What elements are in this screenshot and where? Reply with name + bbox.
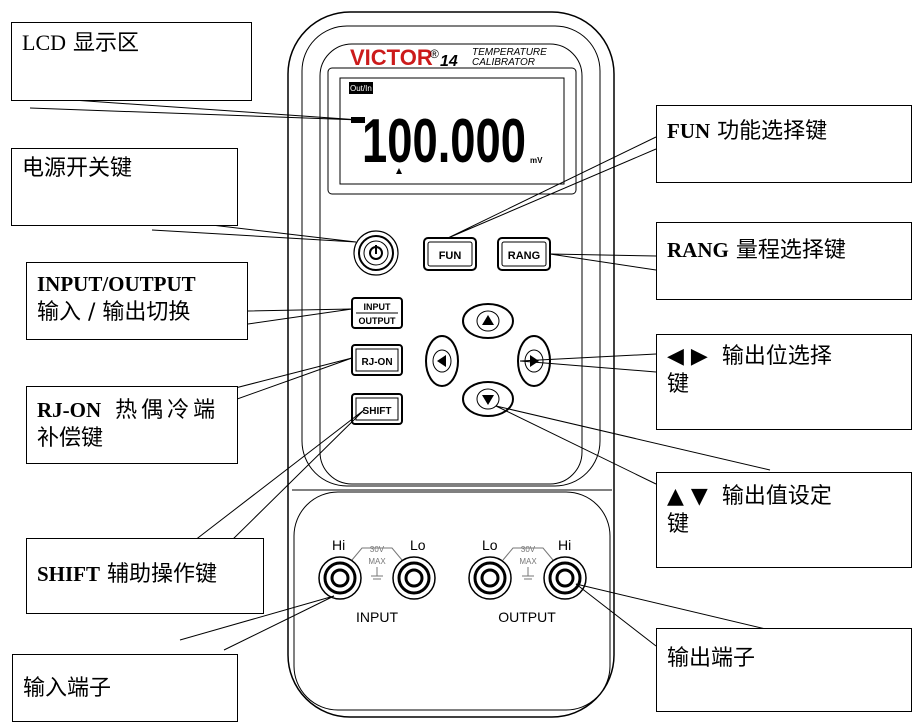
left-arrow-icon [437, 355, 446, 367]
input-max-voltage-mark: 30V MAX [351, 545, 403, 580]
svg-text:30V: 30V [521, 545, 536, 554]
input-hi-label: Hi [332, 537, 345, 553]
callout-rjon-zh2: 补偿键 [37, 425, 104, 451]
callout-left-right: ◀ ▶ 输出位选择 键 [656, 334, 912, 430]
callout-rjon-en: RJ-ON [37, 398, 102, 422]
output-hi-label: Hi [558, 537, 571, 553]
lcd-mode-indicator-bg [349, 82, 373, 94]
callout-input-terminal: 输入端子 [12, 654, 238, 722]
callout-left-right-zh2: 键 [667, 371, 690, 397]
callout-output-terminal-zh: 输出端子 [667, 646, 756, 671]
fun-key[interactable]: FUN [423, 237, 477, 271]
svg-text:MAX: MAX [519, 557, 537, 566]
shift-key[interactable]: SHIFT [351, 393, 403, 425]
svg-text:INPUT: INPUT [364, 302, 392, 312]
callout-rang-en: RANG [667, 238, 729, 262]
callout-fun: FUN 功能选择键 [656, 105, 912, 183]
left-arrow-key[interactable] [425, 335, 459, 387]
registered-mark: ® [430, 47, 439, 61]
callout-left-right-zh1: 输出位选择 [721, 344, 832, 369]
callout-rang-zh: 量程选择键 [735, 238, 846, 263]
lcd-reading: 100.000 [362, 107, 526, 176]
callout-shift-en: SHIFT [37, 562, 101, 586]
output-lo-terminal[interactable] [468, 556, 512, 600]
callout-lcd-en: LCD [22, 30, 66, 55]
callout-input-output: INPUT/OUTPUT 输入 / 输出切换 [26, 262, 248, 340]
input-lo-terminal[interactable] [392, 556, 436, 600]
callout-shift-zh: 辅助操作键 [107, 562, 218, 587]
callout-input-output-zh: 输入 / 输出切换 [37, 299, 191, 325]
rj-on-key[interactable]: RJ-ON [351, 344, 403, 376]
callout-up-down-symbols: ▲ ▼ [667, 484, 708, 509]
svg-text:SHIFT: SHIFT [363, 406, 392, 417]
callout-shift: SHIFT 辅助操作键 [26, 538, 264, 614]
svg-text:FUN: FUN [439, 250, 462, 262]
callout-left-right-symbols: ◀ ▶ [667, 344, 708, 369]
output-terminal-label: OUTPUT [498, 609, 556, 625]
callout-output-terminal: 输出端子 [656, 628, 912, 712]
model-subtitle-1: TEMPERATURE [472, 47, 547, 58]
rang-key[interactable]: RANG [497, 237, 551, 271]
output-max-voltage-mark: 30V MAX [502, 545, 554, 580]
callout-fun-zh: 功能选择键 [717, 119, 828, 144]
callout-rjon: RJ-ON 热偶冷端 补偿键 [26, 386, 238, 464]
right-arrow-icon [530, 355, 539, 367]
model-subtitle-2: CALIBRATOR [472, 57, 535, 68]
callout-up-down: ▲ ▼ 输出值设定 键 [656, 472, 912, 568]
lcd-screen [339, 77, 565, 185]
lcd-mode-indicator: Out/In [350, 84, 372, 93]
leader-lines [29, 96, 771, 651]
callout-input-output-en: INPUT/OUTPUT [37, 272, 196, 296]
callout-rjon-zh1: 热偶冷端 [115, 398, 220, 423]
brand-logo: VICTOR [350, 45, 433, 70]
power-button[interactable] [353, 230, 399, 276]
svg-text:30V: 30V [370, 545, 385, 554]
output-hi-terminal[interactable] [543, 556, 587, 600]
model-number: 14 [440, 53, 458, 70]
input-terminal-label: INPUT [356, 609, 398, 625]
callout-up-down-zh1: 输出值设定 [721, 484, 832, 509]
lcd-cursor-triangle-icon [396, 168, 402, 174]
svg-text:MAX: MAX [368, 557, 386, 566]
callout-power: 电源开关键 [11, 148, 238, 226]
callout-lcd: LCD 显示区 [11, 22, 252, 101]
input-output-key[interactable]: INPUT OUTPUT [351, 297, 403, 329]
callout-up-down-zh2: 键 [667, 511, 690, 537]
callout-lcd-zh: 显示区 [73, 31, 140, 56]
input-lo-label: Lo [410, 537, 426, 553]
callout-fun-en: FUN [667, 119, 711, 143]
right-arrow-key[interactable] [517, 335, 551, 387]
up-arrow-key[interactable] [462, 303, 514, 339]
down-arrow-icon [482, 395, 494, 405]
terminal-panel [293, 491, 611, 711]
svg-text:RANG: RANG [508, 250, 540, 262]
up-arrow-icon [482, 315, 494, 325]
input-hi-terminal[interactable] [318, 556, 362, 600]
svg-text:OUTPUT: OUTPUT [359, 316, 397, 326]
lcd-unit: mV [530, 156, 543, 165]
callout-rang: RANG 量程选择键 [656, 222, 912, 300]
svg-text:RJ-ON: RJ-ON [361, 357, 392, 368]
callout-input-terminal-zh: 输入端子 [23, 676, 112, 701]
callout-power-zh: 电源开关键 [22, 156, 133, 181]
output-lo-label: Lo [482, 537, 498, 553]
